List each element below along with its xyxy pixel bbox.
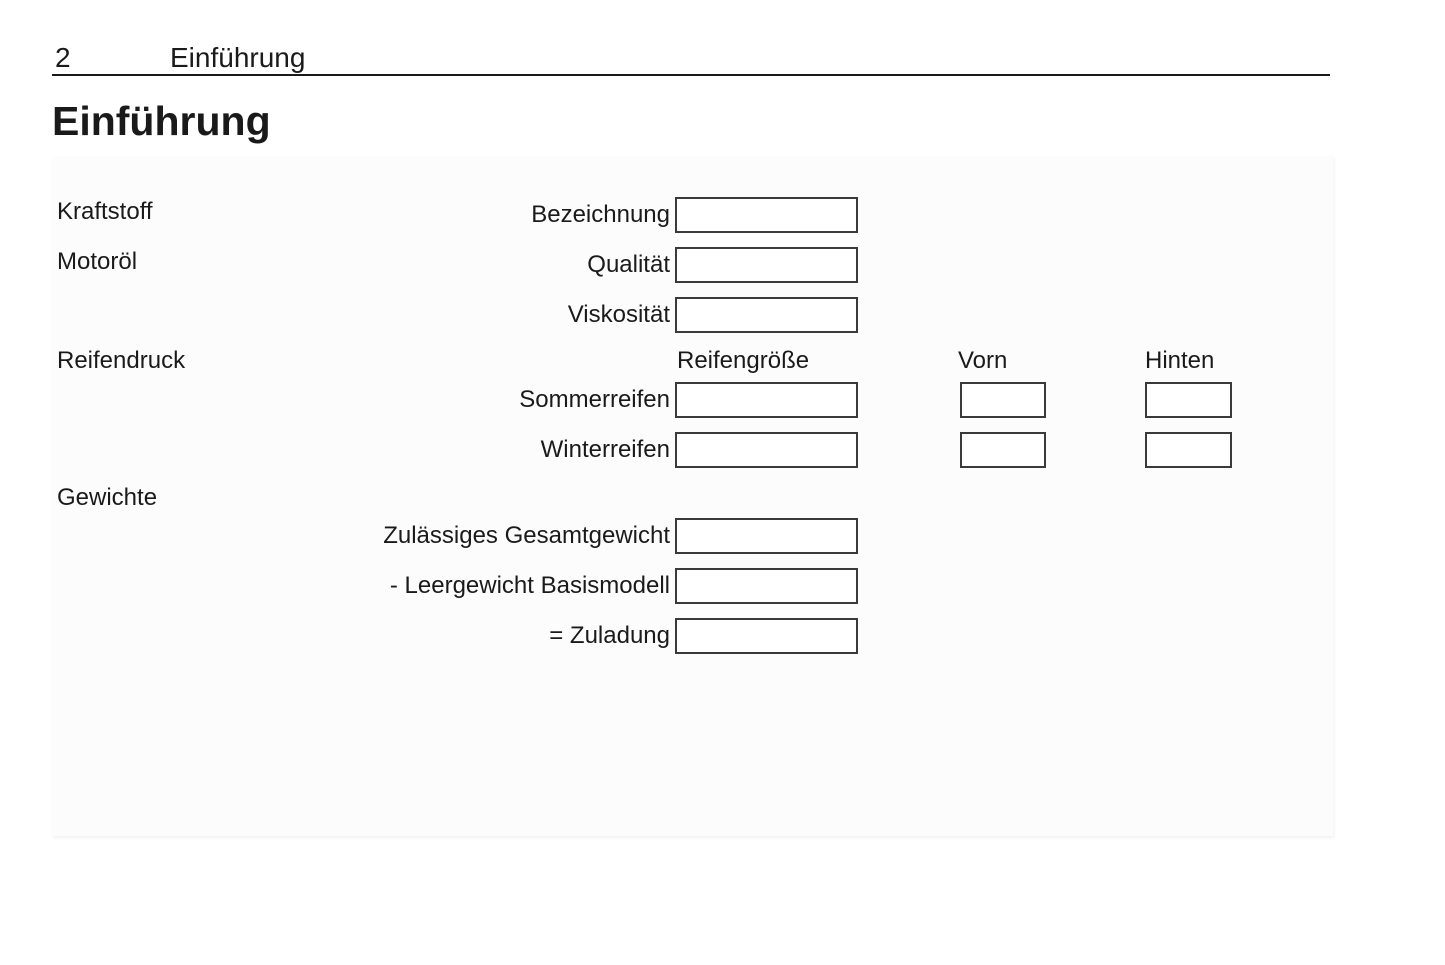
field-label-gesamtgewicht: Zulässiges Gesamtgewicht bbox=[383, 522, 670, 549]
viskositaet-input[interactable] bbox=[675, 297, 858, 333]
field-row-zuladung: = Zuladung bbox=[0, 618, 858, 654]
field-row-leergewicht: - Leergewicht Basismodell bbox=[0, 568, 858, 604]
field-row-qualitaet: Qualität bbox=[0, 247, 858, 283]
field-row-winterreifen: Winterreifen bbox=[0, 432, 858, 468]
field-row-sommerreifen: Sommerreifen bbox=[0, 382, 858, 418]
field-label-sommerreifen: Sommerreifen bbox=[519, 386, 670, 413]
field-row-viskositaet: Viskosität bbox=[0, 297, 858, 333]
bezeichnung-input[interactable] bbox=[675, 197, 858, 233]
column-header-vorn: Vorn bbox=[958, 347, 1008, 374]
winterreifen-hinten-input[interactable] bbox=[1145, 432, 1232, 468]
field-row-gesamtgewicht: Zulässiges Gesamtgewicht bbox=[0, 518, 858, 554]
column-header-reifengroesse: Reifengröße bbox=[677, 347, 810, 374]
sommerreifen-hinten-input[interactable] bbox=[1145, 382, 1232, 418]
field-label-leergewicht: - Leergewicht Basismodell bbox=[389, 572, 670, 599]
sommerreifen-vorn-input[interactable] bbox=[960, 382, 1046, 418]
header-rule bbox=[52, 74, 1330, 76]
page-number: 2 bbox=[55, 42, 71, 73]
field-label-zuladung: = Zuladung bbox=[549, 622, 670, 649]
leergewicht-input[interactable] bbox=[675, 568, 858, 604]
field-label-bezeichnung: Bezeichnung bbox=[531, 201, 670, 228]
section-label-reifendruck: Reifendruck bbox=[57, 347, 186, 374]
column-header-hinten: Hinten bbox=[1145, 347, 1215, 374]
winterreifen-reifengroesse-input[interactable] bbox=[675, 432, 858, 468]
running-header-chapter: Einführung bbox=[170, 42, 306, 73]
field-label-qualitaet: Qualität bbox=[587, 251, 670, 278]
zuladung-input[interactable] bbox=[675, 618, 858, 654]
field-label-viskositaet: Viskosität bbox=[567, 301, 670, 328]
field-label-winterreifen: Winterreifen bbox=[540, 436, 670, 463]
page-title: Einführung bbox=[52, 98, 271, 144]
section-label-motoroel: Motoröl bbox=[57, 248, 138, 275]
field-row-bezeichnung: Bezeichnung bbox=[0, 197, 858, 233]
qualitaet-input[interactable] bbox=[675, 247, 858, 283]
sommerreifen-reifengroesse-input[interactable] bbox=[675, 382, 858, 418]
winterreifen-vorn-input[interactable] bbox=[960, 432, 1046, 468]
section-label-kraftstoff: Kraftstoff bbox=[57, 198, 153, 225]
gesamtgewicht-input[interactable] bbox=[675, 518, 858, 554]
section-label-gewichte: Gewichte bbox=[57, 484, 158, 511]
